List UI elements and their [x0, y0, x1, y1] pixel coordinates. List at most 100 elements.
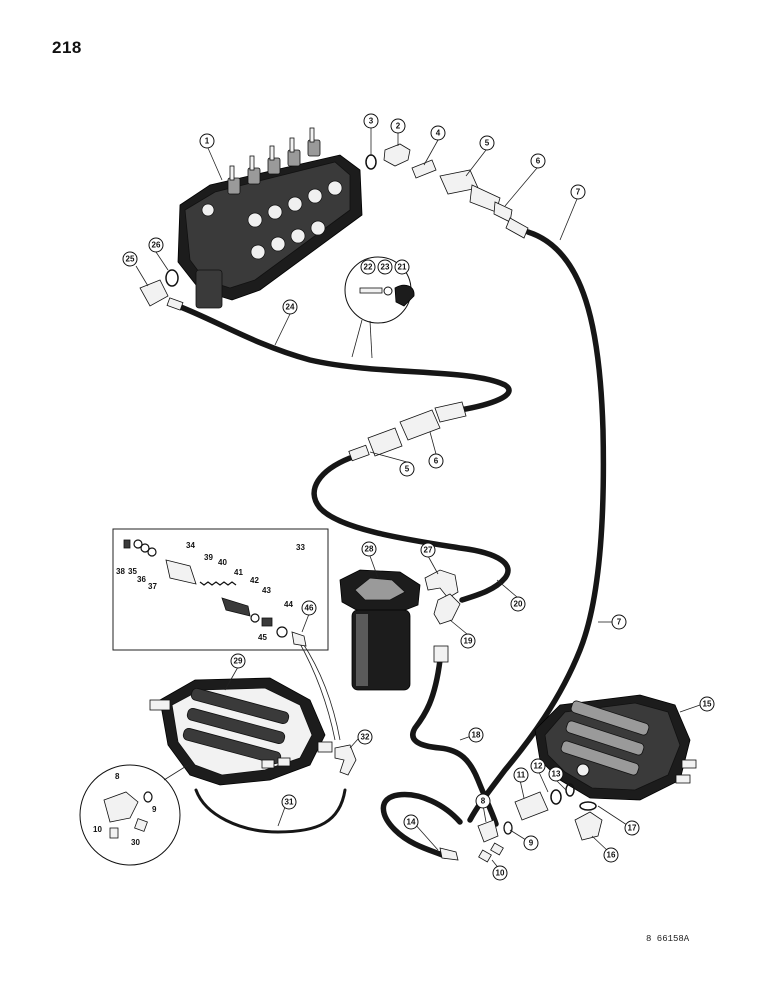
label-37: 37 — [148, 582, 157, 591]
callout-17: 17 — [624, 820, 640, 836]
coupler-5-mid — [348, 427, 403, 462]
fittings-8-10 — [477, 819, 513, 863]
hose-46-line-b — [301, 641, 341, 741]
svg-text:19: 19 — [464, 637, 473, 646]
callout-7-lower: 7 — [611, 614, 627, 630]
callout-2: 2 — [390, 118, 406, 134]
svg-text:46: 46 — [305, 604, 314, 613]
callout-6: 6 — [530, 153, 546, 169]
svg-text:27: 27 — [424, 546, 433, 555]
svg-text:7: 7 — [617, 618, 622, 627]
page-number: 218 — [52, 38, 82, 57]
svg-text:32: 32 — [361, 733, 370, 742]
clamp-detail — [344, 256, 415, 359]
callout-23: 23 — [377, 259, 393, 275]
hose-end-24 — [166, 297, 184, 311]
svg-text:25: 25 — [126, 255, 135, 264]
control-valve-15 — [534, 694, 697, 801]
label-35: 35 — [128, 567, 137, 576]
hose-31 — [194, 788, 347, 834]
svg-text:2: 2 — [396, 122, 401, 131]
fitting-4 — [411, 159, 437, 179]
callout-14: 14 — [403, 814, 419, 830]
callout-31: 31 — [281, 794, 297, 810]
svg-text:18: 18 — [472, 731, 481, 740]
svg-text:12: 12 — [534, 762, 543, 771]
label-8: 8 — [115, 772, 120, 781]
label-44: 44 — [284, 600, 293, 609]
callout-27: 27 — [420, 542, 436, 558]
svg-text:17: 17 — [628, 824, 637, 833]
coupler-6-top — [493, 201, 529, 239]
callout-10: 10 — [492, 865, 508, 881]
callout-24: 24 — [282, 299, 298, 315]
fitting-14-end — [439, 847, 459, 861]
label-40: 40 — [218, 558, 227, 567]
drawing-code: 8 66158A — [646, 934, 690, 944]
coupler-6-mid — [399, 401, 467, 441]
fitting-inset-circle — [79, 764, 189, 866]
label-36: 36 — [137, 575, 146, 584]
callout-19: 19 — [460, 633, 476, 649]
fitting-2 — [383, 143, 411, 167]
svg-text:1: 1 — [205, 137, 210, 146]
callout-9: 9 — [523, 835, 539, 851]
callout-13: 13 — [548, 766, 564, 782]
label-42: 42 — [250, 576, 259, 585]
label-34: 34 — [186, 541, 195, 550]
inset-valve-labels: 33 34 35 36 37 38 39 40 41 42 43 44 45 — [116, 541, 305, 642]
hose-7 — [467, 229, 607, 823]
label-10: 10 — [93, 825, 102, 834]
callout-3: 3 — [363, 113, 379, 129]
callout-16: 16 — [603, 847, 619, 863]
svg-text:28: 28 — [365, 545, 374, 554]
relief-valve-inset — [112, 528, 329, 651]
svg-text:6: 6 — [434, 457, 439, 466]
svg-text:14: 14 — [407, 818, 416, 827]
svg-text:29: 29 — [234, 657, 243, 666]
label-43: 43 — [262, 586, 271, 595]
callout-28: 28 — [361, 541, 377, 557]
hose-24 — [175, 303, 512, 413]
callout-29: 29 — [230, 653, 246, 669]
fitting-16 — [574, 811, 603, 841]
label-45: 45 — [258, 633, 267, 642]
coupler-5-top — [439, 169, 501, 213]
elbow-32 — [334, 744, 357, 776]
seal-3 — [365, 154, 377, 170]
svg-text:8: 8 — [481, 797, 486, 806]
svg-text:22: 22 — [364, 263, 373, 272]
callout-46: 46 — [301, 600, 317, 616]
seal-17 — [579, 801, 597, 811]
callout-18: 18 — [468, 727, 484, 743]
fitting-25 — [139, 279, 169, 307]
label-9: 9 — [152, 805, 157, 814]
hoses — [175, 229, 607, 859]
svg-text:13: 13 — [552, 770, 561, 779]
label-41: 41 — [234, 568, 243, 577]
callout-6-mid: 6 — [428, 453, 444, 469]
control-valve-1 — [177, 127, 363, 309]
inset-fitting-labels: 8 9 10 30 — [93, 772, 157, 847]
elbow-27 — [424, 569, 459, 599]
svg-text:21: 21 — [398, 263, 407, 272]
svg-text:16: 16 — [607, 851, 616, 860]
fitting-19 — [433, 593, 461, 663]
svg-text:6: 6 — [536, 157, 541, 166]
callout-20: 20 — [510, 596, 526, 612]
callout-22: 22 — [360, 259, 376, 275]
callout-1: 1 — [199, 133, 215, 149]
callout-5-mid: 5 — [399, 461, 415, 477]
svg-text:5: 5 — [485, 139, 490, 148]
label-33: 33 — [296, 543, 305, 552]
callouts: 1 2 3 4 5 6 7 21 22 23 24 25 26 5 6 27 2… — [122, 113, 715, 881]
callout-21: 21 — [394, 259, 410, 275]
svg-text:24: 24 — [286, 303, 295, 312]
svg-text:15: 15 — [703, 700, 712, 709]
callout-15: 15 — [699, 696, 715, 712]
svg-text:31: 31 — [285, 798, 294, 807]
svg-text:5: 5 — [405, 465, 410, 474]
callout-32: 32 — [357, 729, 373, 745]
